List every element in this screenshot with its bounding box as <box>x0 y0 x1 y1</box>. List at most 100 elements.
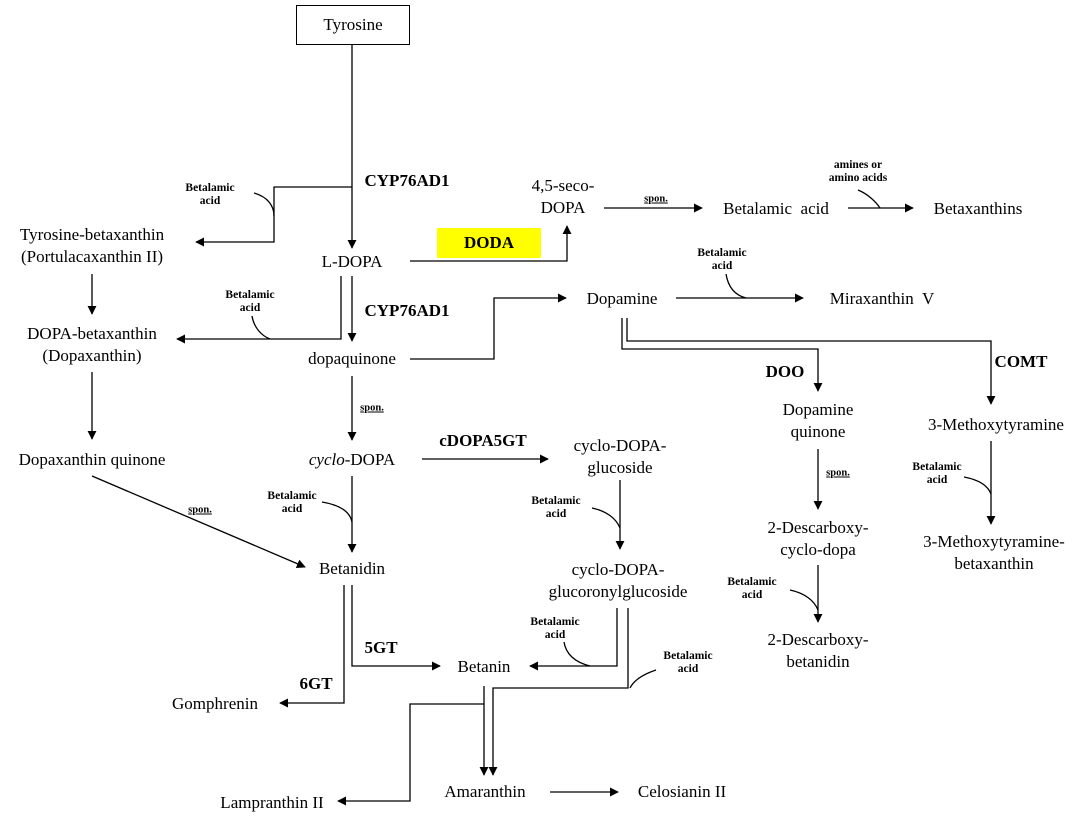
arrow-glucoronyl-to-betanin <box>529 608 618 671</box>
cofactor-betalamic-8-line2: acid <box>544 629 566 641</box>
cofactor-betalamic-9-line2: acid <box>677 663 699 675</box>
arrow-betanidin-to-gomphrenin <box>279 585 345 708</box>
enzyme-cyp76ad1-lower: CYP76AD1 <box>364 301 450 320</box>
node-glucoronylglucoside: cyclo-DOPA-glucoronylglucoside <box>549 559 688 603</box>
node-dopamine: Dopamine <box>586 289 658 308</box>
node-dopa-betaxanthin: DOPA-betaxanthin (Dopaxanthin) <box>27 323 157 367</box>
node-methoxytyramine-betaxanthin: 3-Methoxytyramine-betaxanthin <box>923 531 1065 575</box>
arrow-ldopa-to-seco-dopa <box>410 225 572 262</box>
node-gomphrenin: Gomphrenin <box>172 694 258 713</box>
cofactor-curve-3 <box>725 273 747 299</box>
cofactor-curve-4 <box>963 476 992 495</box>
cofactor-betalamic-6-line2: acid <box>545 508 567 520</box>
node-methoxytyramine: 3-Methoxytyramine <box>928 415 1064 434</box>
node-descarboxy-betanidin-line2: betanidin <box>786 652 850 671</box>
node-methoxytyramine-betaxanthin-line2: betaxanthin <box>954 554 1034 573</box>
cofactor-betalamic-3-line2: acid <box>711 260 733 272</box>
cofactor-betalamic-4-line2: acid <box>926 474 948 486</box>
node-dopamine-quinone: Dopamine quinone <box>783 399 854 443</box>
node-tyrosine-label: Tyrosine <box>323 15 383 34</box>
node-amaranthin: Amaranthin <box>444 782 526 801</box>
node-dopamine-quinone-line1: Dopamine <box>782 400 854 419</box>
cofactor-betalamic-1-line2: acid <box>199 195 221 207</box>
node-seco-dopa: 4,5-seco- DOPA <box>532 175 595 219</box>
node-descarboxy-betanidin: 2-Descarboxy-betanidin <box>767 629 868 673</box>
arrow-dopamine-to-dopamine-quinone <box>621 318 823 392</box>
enzyme-doda: DODA <box>437 228 541 258</box>
node-seco-dopa-line1: 4,5-seco- <box>531 176 595 195</box>
cofactor-curve-1 <box>253 192 275 217</box>
cofactor-betalamic-1-line1: Betalamic <box>185 182 235 194</box>
spon-label-cyclo: spon. <box>360 402 384 414</box>
enzyme-6gt: 6GT <box>299 674 333 693</box>
node-cyclo-dopa-prefix: cyclo <box>308 450 345 469</box>
node-betanidin: Betanidin <box>318 559 386 578</box>
cofactor-curve-5 <box>321 501 353 523</box>
cofactor-betalamic-7-line2: acid <box>741 589 763 601</box>
arrow-dopaquinone-to-dopamine <box>410 293 567 360</box>
arrow-betanin-to-lampranthin <box>337 703 484 806</box>
cofactor-betalamic-3-line1: Betalamic <box>697 247 747 259</box>
node-descarboxy-cyclo-dopa: 2-Descarboxy-cyclo-dopa <box>767 517 868 561</box>
node-dopa-betaxanthin-line2: (Dopaxanthin) <box>42 346 142 365</box>
node-betanin: Betanin <box>457 657 511 676</box>
cofactor-curve-8 <box>563 641 591 667</box>
node-miraxanthin: Miraxanthin V <box>829 289 935 308</box>
node-tyrosine: Tyrosine <box>296 5 410 45</box>
cofactor-curve-7 <box>789 589 819 611</box>
arrow-to-dopa-betaxanthin <box>176 276 342 344</box>
node-glucoronylglucoside-line2: glucoronylglucoside <box>548 582 688 601</box>
node-celosianin: Celosianin II <box>637 782 727 801</box>
cofactor-betalamic-5-line2: acid <box>281 503 303 515</box>
node-dopaxanthin-quinone: Dopaxanthin quinone <box>18 450 166 469</box>
arrow-dopamine-to-methoxytyramine <box>626 318 996 405</box>
cofactor-betalamic-7-line1: Betalamic <box>727 576 777 588</box>
node-seco-dopa-line2: DOPA <box>540 198 586 217</box>
node-dopa-betaxanthin-line1: DOPA-betaxanthin <box>27 324 157 343</box>
cofactor-curve-amines <box>857 189 881 209</box>
node-dopaquinone: dopaquinone <box>308 349 396 368</box>
node-descarboxy-betanidin-line1: 2-Descarboxy- <box>767 630 869 649</box>
spon-label-seco: spon. <box>644 193 668 205</box>
spon-label-descarboxy: spon. <box>826 467 850 479</box>
node-tyrosine-betaxanthin: Tyrosine-betaxanthin(Portulacaxanthin II… <box>20 224 164 268</box>
spon-label-betanidin: spon. <box>188 504 212 516</box>
cofactor-betalamic-9-line1: Betalamic <box>663 650 713 662</box>
node-descarboxy-cyclo-dopa-line2: cyclo-dopa <box>780 540 856 559</box>
arrow-betanidin-to-betanin <box>351 585 441 671</box>
enzyme-doo: DOO <box>765 362 805 381</box>
enzyme-comt: COMT <box>994 352 1048 371</box>
cofactor-curve-9 <box>629 669 657 689</box>
cofactor-betalamic-8-line1: Betalamic <box>530 616 580 628</box>
node-dopamine-quinone-line2: quinone <box>790 422 846 441</box>
node-tyrosine-betaxanthin-line1: Tyrosine-betaxanthin <box>19 225 165 244</box>
node-lampranthin: Lampranthin II <box>220 793 324 812</box>
enzyme-cdopa5gt: cDOPA5GT <box>439 431 527 450</box>
arrow-quinone-to-betanidin <box>91 475 306 568</box>
arrow-glucoronyl-to-amaranthin <box>488 608 629 776</box>
node-descarboxy-cyclo-dopa-line1: 2-Descarboxy- <box>767 518 869 537</box>
node-cyclo-dopa: cyclo-DOPA <box>309 449 395 471</box>
enzyme-5gt: 5GT <box>364 638 398 657</box>
enzyme-cyp76ad1-upper: CYP76AD1 <box>364 171 450 190</box>
node-betalamic-acid: Betalamic acid <box>723 199 829 218</box>
cofactor-curve-6 <box>591 507 621 529</box>
cofactor-betalamic-5-line1: Betalamic <box>267 490 317 502</box>
cofactor-betalamic-2-line2: acid <box>239 302 261 314</box>
node-cyclo-dopa-glucoside: cyclo-DOPA-glucoside <box>574 435 667 479</box>
cofactor-curve-2 <box>251 315 271 340</box>
cofactor-betalamic-4-line1: Betalamic <box>912 461 962 473</box>
cofactor-betalamic-2-line1: Betalamic <box>225 289 275 301</box>
